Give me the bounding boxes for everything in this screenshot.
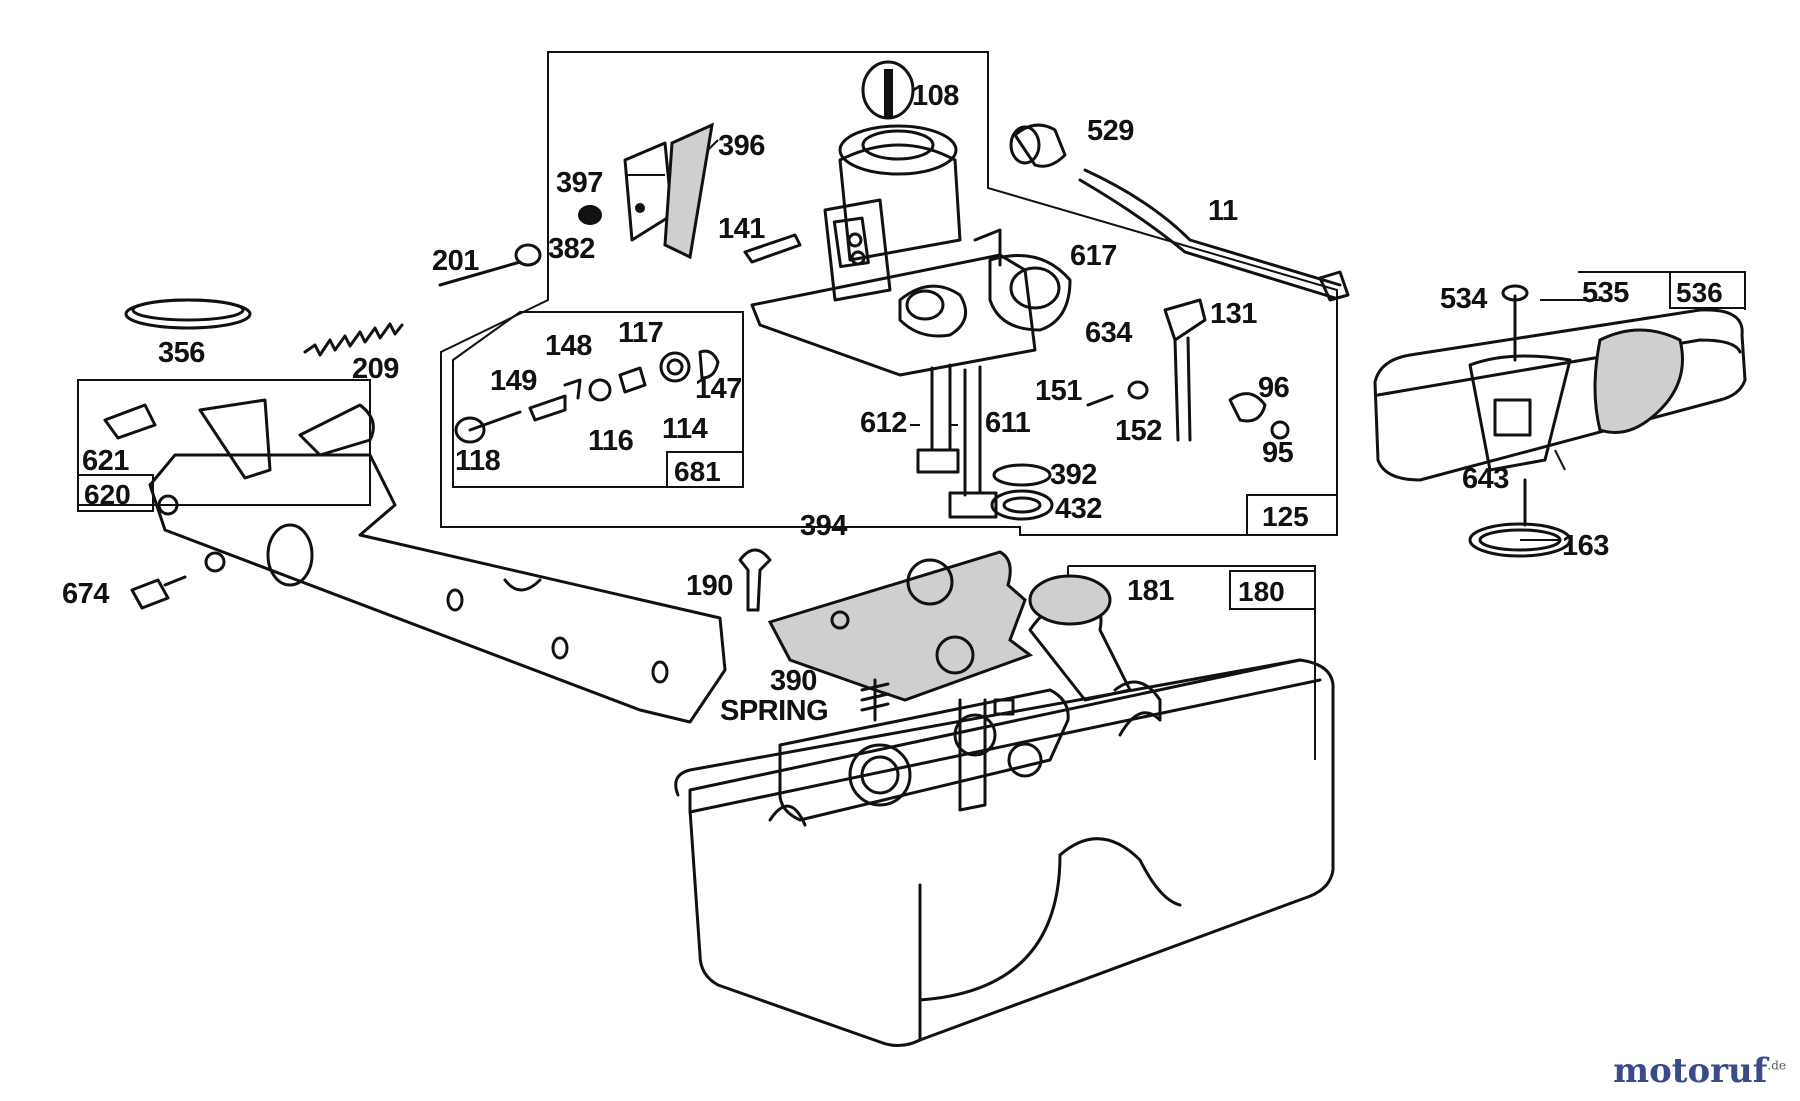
callout-432: 432 xyxy=(1055,493,1102,525)
spring-390 xyxy=(860,678,890,722)
callout-148: 148 xyxy=(545,330,592,362)
callout-535: 535 xyxy=(1582,277,1629,309)
callout-382: 382 xyxy=(548,233,595,265)
callout-117: 117 xyxy=(618,317,663,349)
callout-643: 643 xyxy=(1462,463,1509,495)
callout-390: 390 xyxy=(770,665,817,697)
fuel-line-11 xyxy=(1083,168,1342,287)
callout-534: 534 xyxy=(1440,283,1487,315)
callout-621: 621 xyxy=(82,445,129,477)
callout-674: 674 xyxy=(62,578,109,610)
callout-617: 617 xyxy=(1070,240,1117,272)
shaft-141 xyxy=(743,233,802,264)
pickup-tube-181 xyxy=(1028,574,1162,722)
watermark: motoruf.de xyxy=(1613,1051,1786,1091)
callout-spring: SPRING xyxy=(720,695,828,727)
callout-397: 397 xyxy=(556,167,603,199)
callout-141: 141 xyxy=(718,213,765,245)
frame-681 xyxy=(452,311,744,488)
callout-612: 612 xyxy=(860,407,907,439)
callout-181: 181 xyxy=(1127,575,1174,607)
callout-190: 190 xyxy=(686,570,733,602)
link-201 xyxy=(438,260,522,287)
callout-151: 151 xyxy=(1035,375,1082,407)
washer-96 xyxy=(1228,392,1267,423)
callout-118: 118 xyxy=(455,445,501,477)
callout-147: 147 xyxy=(695,373,742,405)
box-label-536: 536 xyxy=(1676,277,1723,308)
gasket-163 xyxy=(1468,522,1572,558)
screw-190 xyxy=(738,548,772,612)
callout-396: 396 xyxy=(718,130,765,162)
box-536 xyxy=(1669,271,1746,309)
callout-529: 529 xyxy=(1087,115,1134,147)
callout-392: 392 xyxy=(1050,459,1097,491)
callout-634: 634 xyxy=(1085,317,1132,349)
callout-209: 209 xyxy=(352,353,399,385)
carburetor-body xyxy=(750,60,1072,519)
watermark-suffix: .de xyxy=(1767,1058,1786,1073)
box-180 xyxy=(1229,570,1316,610)
callout-149: 149 xyxy=(490,365,537,397)
callout-108: 108 xyxy=(912,80,959,112)
gasket-394 xyxy=(767,550,1034,702)
callout-394: 394 xyxy=(800,510,847,542)
frame-620 xyxy=(77,379,371,506)
callout-114: 114 xyxy=(662,413,708,445)
box-125 xyxy=(1246,494,1338,536)
leader-lines xyxy=(625,139,1600,541)
spring-209 xyxy=(303,322,404,357)
box-681 xyxy=(666,451,744,488)
callout-356: 356 xyxy=(158,337,205,369)
callout-152: 152 xyxy=(1115,415,1162,447)
box-label-180: 180 xyxy=(1238,576,1285,607)
air-cleaner xyxy=(1373,284,1747,558)
callout-201: 201 xyxy=(432,245,479,277)
callout-131: 131 xyxy=(1210,298,1257,330)
governor-plate-620 xyxy=(103,398,727,724)
washer-432 xyxy=(990,489,1054,521)
box-label-125: 125 xyxy=(1262,501,1309,532)
callout-116: 116 xyxy=(588,425,634,457)
frame-125 xyxy=(440,51,1338,536)
fuel-tank xyxy=(674,658,1335,1047)
callout-611: 611 xyxy=(985,407,1031,439)
choke-plate-396 xyxy=(663,122,714,260)
box-label-620: 620 xyxy=(84,479,131,510)
watermark-brand: motoruf xyxy=(1613,1051,1768,1091)
box-label-681: 681 xyxy=(674,456,721,487)
needle-valve-assembly xyxy=(454,349,720,444)
callout-95: 95 xyxy=(1262,437,1294,469)
washer-392 xyxy=(992,463,1052,487)
callout-96: 96 xyxy=(1258,372,1290,404)
callout-11: 11 xyxy=(1208,195,1238,227)
callouts: 108 396 397 382 201 141 617 529 11 131 6… xyxy=(62,80,1630,727)
callout-163: 163 xyxy=(1562,530,1609,562)
screw-674 xyxy=(130,575,187,610)
lever-131 xyxy=(1163,298,1207,342)
